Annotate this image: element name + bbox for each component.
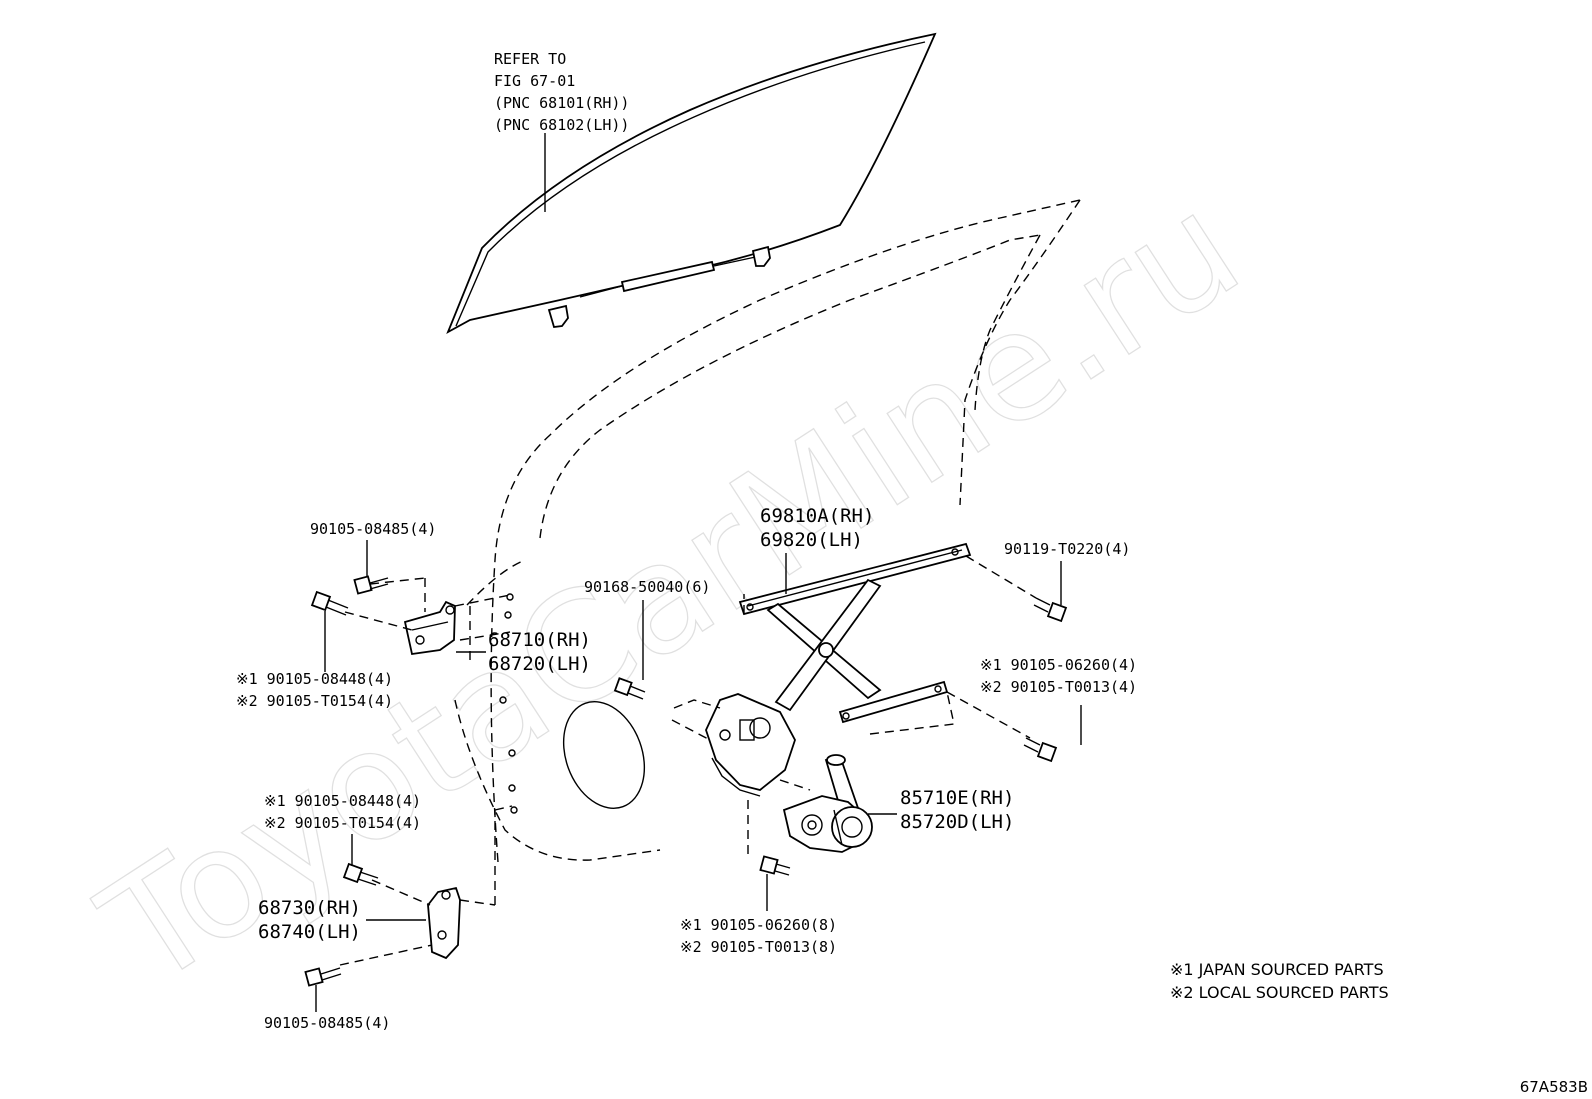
callout-hinge-lower: 68730(RH) 68740(LH)	[258, 897, 361, 943]
callout-bolt-regulator-right-top: 90119-T0220(4)	[1004, 540, 1130, 558]
callout-bolt-regulator-right: ※1 90105-06260(4) ※2 90105-T0013(4)	[980, 656, 1137, 696]
door-glass	[446, 32, 937, 334]
svg-text:※1 90105-08448(4): ※1 90105-08448(4)	[236, 670, 393, 688]
svg-text:(PNC 68102(LH)): (PNC 68102(LH))	[494, 116, 629, 134]
callout-bolt-lower-top: ※1 90105-08448(4) ※2 90105-T0154(4)	[264, 792, 421, 832]
legend: ※1 JAPAN SOURCED PARTS ※2 LOCAL SOURCED …	[1170, 960, 1389, 1002]
svg-text:REFER TO: REFER TO	[494, 50, 566, 68]
callout-bolt-upper-left: ※1 90105-08448(4) ※2 90105-T0154(4)	[236, 670, 393, 710]
figure-code: 67A583B	[1520, 1078, 1588, 1096]
svg-text:68710(RH): 68710(RH)	[488, 629, 591, 651]
svg-text:68730(RH): 68730(RH)	[258, 897, 361, 919]
svg-text:※2 90105-T0154(4): ※2 90105-T0154(4)	[264, 814, 421, 832]
svg-text:※1 90105-06260(4): ※1 90105-06260(4)	[980, 656, 1137, 674]
bolt-regulator-left	[613, 677, 646, 700]
svg-text:※2 90105-T0013(4): ※2 90105-T0013(4)	[980, 678, 1137, 696]
bolt-lower-bottom	[304, 967, 342, 987]
svg-text:※2 LOCAL SOURCED PARTS: ※2 LOCAL SOURCED PARTS	[1170, 983, 1389, 1002]
bolt-upper-top	[353, 575, 389, 595]
svg-text:69810A(RH): 69810A(RH)	[760, 505, 874, 527]
svg-text:69820(LH): 69820(LH)	[760, 529, 863, 551]
svg-text:※2 90105-T0013(8): ※2 90105-T0013(8)	[680, 938, 837, 956]
bolt-motor	[759, 855, 791, 876]
bolt-upper-left	[310, 590, 349, 616]
svg-text:(PNC 68101(RH)): (PNC 68101(RH))	[494, 94, 629, 112]
bolt-regulator-right	[1023, 737, 1058, 763]
leader-lines	[315, 133, 1082, 1012]
callout-regulator: 69810A(RH) 69820(LH)	[760, 505, 874, 551]
svg-text:※1 90105-08448(4): ※1 90105-08448(4)	[264, 792, 421, 810]
callout-bolt-motor: ※1 90105-06260(8) ※2 90105-T0013(8)	[680, 916, 837, 956]
lower-hinge	[339, 805, 513, 966]
svg-text:FIG 67-01: FIG 67-01	[494, 72, 575, 90]
regulator-motor	[782, 754, 873, 853]
callout-bolt-lower-bottom: 90105-08485(4)	[264, 1014, 390, 1032]
svg-text:68720(LH): 68720(LH)	[488, 653, 591, 675]
window-regulator	[671, 542, 1037, 856]
svg-text:85710E(RH): 85710E(RH)	[900, 787, 1014, 809]
callout-bolt-regulator-left: 90168-50040(6)	[584, 578, 710, 596]
svg-text:※2 90105-T0154(4): ※2 90105-T0154(4)	[236, 692, 393, 710]
callout-glass-ref: REFER TO FIG 67-01 (PNC 68101(RH)) (PNC …	[494, 50, 629, 134]
callout-hinge-upper: 68710(RH) 68720(LH)	[488, 629, 591, 675]
svg-text:※1 90105-06260(8): ※1 90105-06260(8)	[680, 916, 837, 934]
svg-text:85720D(LH): 85720D(LH)	[900, 811, 1014, 833]
svg-text:※1 JAPAN SOURCED PARTS: ※1 JAPAN SOURCED PARTS	[1170, 960, 1384, 979]
callout-bolt-upper-top: 90105-08485(4)	[310, 520, 436, 538]
upper-hinge	[344, 577, 511, 660]
bolt-regulator-right-top	[1033, 597, 1068, 623]
door-outline	[454, 199, 1081, 863]
callout-motor: 85710E(RH) 85720D(LH)	[900, 787, 1014, 833]
bolt-lower-top	[342, 862, 379, 886]
svg-text:68740(LH): 68740(LH)	[258, 921, 361, 943]
